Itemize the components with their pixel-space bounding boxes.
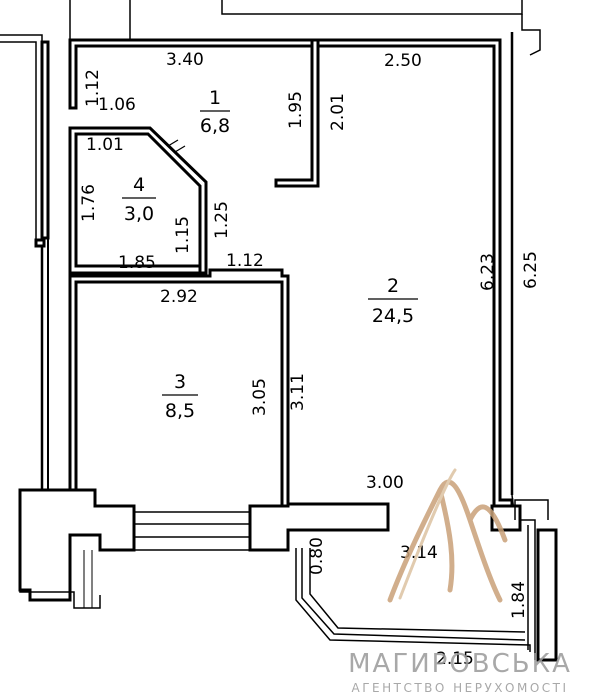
dim-1-84: 1.84 bbox=[509, 581, 529, 619]
dim-3-05: 3.05 bbox=[250, 378, 270, 416]
agency-watermark: МАГИРОВСЬКА АГЕНТСТВО НЕРУХОМОСТІ bbox=[348, 468, 572, 695]
dim-2-01: 2.01 bbox=[328, 93, 348, 131]
dim-3-40: 3.40 bbox=[166, 50, 204, 70]
dim-3-11: 3.11 bbox=[288, 373, 308, 411]
room-3-number: 3 bbox=[174, 371, 186, 393]
dim-1-01: 1.01 bbox=[86, 135, 124, 155]
dim-1-12-top: 1.12 bbox=[83, 69, 103, 107]
agency-tagline: АГЕНТСТВО НЕРУХОМОСТІ bbox=[351, 681, 568, 695]
dim-6-23: 6.23 bbox=[478, 253, 498, 291]
dim-1-12-mid: 1.12 bbox=[226, 251, 264, 271]
dim-3-00: 3.00 bbox=[366, 473, 404, 493]
dim-2-50: 2.50 bbox=[384, 51, 422, 71]
room-labels: 1 6,8 2 24,5 3 8,5 4 3,0 bbox=[122, 87, 418, 422]
dim-2-92: 2.92 bbox=[160, 287, 198, 307]
dim-6-25: 6.25 bbox=[521, 251, 541, 289]
dimension-labels: 3.40 1.12 1.06 1.95 2.01 2.50 1.01 1.76 … bbox=[79, 50, 541, 669]
room-4-number: 4 bbox=[133, 174, 145, 196]
agency-logo-icon bbox=[387, 479, 508, 603]
dim-1-15: 1.15 bbox=[173, 216, 193, 254]
dim-1-06: 1.06 bbox=[98, 95, 136, 115]
room-2-number: 2 bbox=[387, 275, 399, 297]
room-1-number: 1 bbox=[209, 87, 221, 109]
dim-1-85: 1.85 bbox=[118, 253, 156, 273]
dim-2-15: 2.15 bbox=[436, 649, 474, 669]
walls bbox=[0, 0, 558, 662]
room-2-area: 24,5 bbox=[372, 305, 414, 327]
room-1-area: 6,8 bbox=[200, 115, 230, 137]
agency-name: МАГИРОВСЬКА bbox=[348, 649, 572, 679]
dim-1-76: 1.76 bbox=[79, 184, 99, 222]
dim-0-80: 0.80 bbox=[307, 537, 327, 575]
room-3-area: 8,5 bbox=[165, 400, 195, 422]
room-4-area: 3,0 bbox=[124, 203, 154, 225]
dim-1-25: 1.25 bbox=[212, 201, 232, 239]
dim-1-95: 1.95 bbox=[286, 91, 306, 129]
